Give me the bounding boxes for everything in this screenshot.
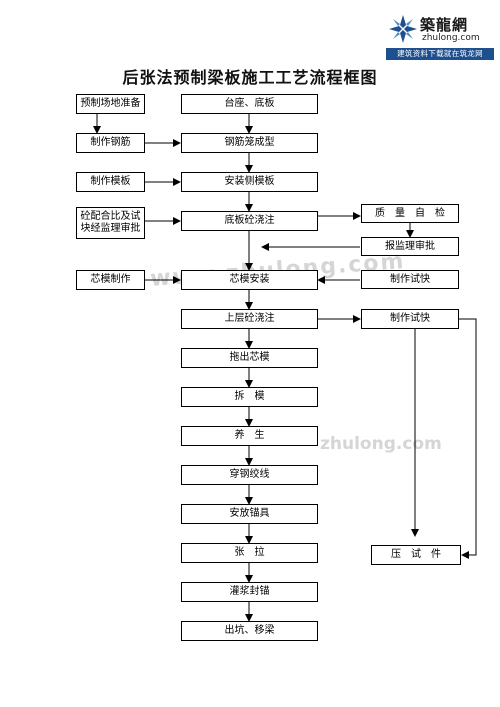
logo: 築龍網 zhulong.com 建筑资料下载就在筑龙网 xyxy=(386,8,494,60)
logo-brand: 築龍網 xyxy=(420,16,469,34)
step-box: 张 拉 xyxy=(181,543,318,563)
qc-box: 制作试快 xyxy=(361,270,459,289)
step-box: 穿钢绞线 xyxy=(181,465,318,485)
step-box: 上层砼浇注 xyxy=(181,309,318,329)
zhulong-logo-icon xyxy=(389,15,417,43)
prep-box: 砼配合比及试块经监理审批 xyxy=(76,207,145,239)
qc-box: 质 量 自 检 xyxy=(361,204,459,223)
logo-site: zhulong.com xyxy=(422,33,480,43)
step-box: 底板砼浇注 xyxy=(181,211,318,231)
diagram-title: 后张法预制梁板施工工艺流程框图 xyxy=(122,68,378,87)
prep-box: 预制场地准备 xyxy=(76,94,145,114)
step-box: 养 生 xyxy=(181,426,318,446)
prep-box: 制作模板 xyxy=(76,172,145,192)
step-box: 台座、底板 xyxy=(181,94,318,114)
step-box: 灌浆封锚 xyxy=(181,582,318,602)
qc-box: 压 试 件 xyxy=(371,545,461,565)
prep-box: 芯模制作 xyxy=(76,270,145,290)
qc-box: 报监理审批 xyxy=(361,237,459,256)
logo-banner: 建筑资料下载就在筑龙网 xyxy=(386,48,494,60)
step-box: 拖出芯模 xyxy=(181,348,318,368)
prep-box: 制作钢筋 xyxy=(76,133,145,153)
step-box: 安装侧模板 xyxy=(181,172,318,192)
qc-box: 制作试快 xyxy=(361,309,459,329)
step-box: 安放锚具 xyxy=(181,504,318,524)
connector xyxy=(459,318,477,559)
watermark: zhulong.com xyxy=(320,434,442,454)
step-box: 拆 模 xyxy=(181,387,318,407)
step-box: 钢筋笼成型 xyxy=(181,133,318,153)
step-box: 芯模安装 xyxy=(181,270,318,290)
step-box: 出坑、移梁 xyxy=(181,621,318,641)
